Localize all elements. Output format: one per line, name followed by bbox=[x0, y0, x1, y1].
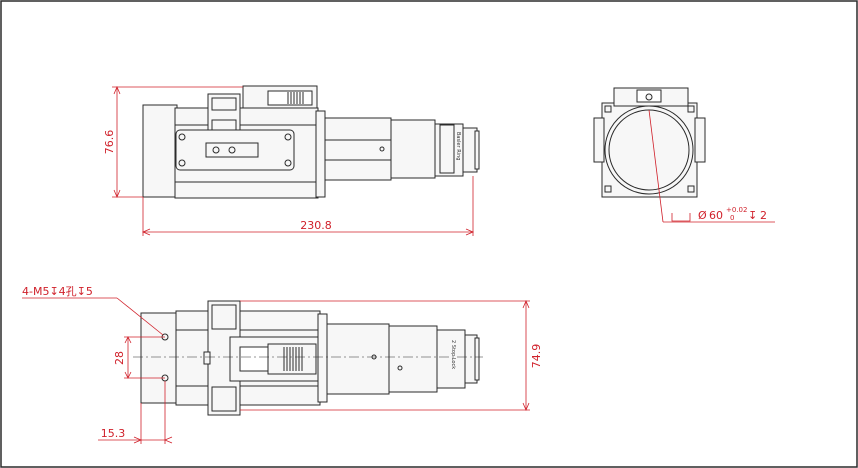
length-dim-label: 230.8 bbox=[300, 219, 332, 232]
bottom-connector-thread bbox=[283, 347, 303, 371]
rear-cap bbox=[142, 104, 178, 198]
svg-text:Ø: Ø bbox=[698, 209, 707, 222]
front-view bbox=[593, 87, 706, 198]
screw bbox=[178, 159, 186, 167]
front-left-tab bbox=[593, 117, 605, 163]
lens-barrel-2 bbox=[390, 119, 436, 179]
bottom-rear-cap bbox=[140, 312, 180, 404]
offset-dim-label: 15.3 bbox=[101, 427, 126, 440]
bore-callout-leader bbox=[648, 109, 775, 223]
front-flange bbox=[315, 110, 326, 198]
svg-text:+0.02: +0.02 bbox=[726, 206, 747, 214]
bottom-lens-marking: 2 Stop Lock bbox=[450, 340, 456, 369]
bore-callout: Ø 60 +0.02 0 ↧ 2 bbox=[698, 206, 767, 222]
svg-text:↧: ↧ bbox=[748, 209, 757, 222]
hole-spacing-label: 28 bbox=[113, 351, 126, 365]
screw bbox=[212, 146, 220, 154]
bottom-front-flange bbox=[317, 313, 328, 403]
screw bbox=[228, 146, 236, 154]
svg-text:2: 2 bbox=[760, 209, 767, 222]
knurled-ring bbox=[439, 124, 455, 174]
bottom-lens-barrel-2 bbox=[388, 325, 438, 393]
height-dim-label: 76.6 bbox=[103, 130, 116, 155]
top-view-dimensions bbox=[112, 85, 475, 236]
screw bbox=[178, 133, 186, 141]
screw bbox=[284, 133, 292, 141]
svg-text:60: 60 bbox=[709, 209, 723, 222]
bottom-height-label: 74.9 bbox=[530, 344, 543, 369]
bottom-lens-barrel-1 bbox=[326, 323, 390, 395]
connector-thread bbox=[287, 92, 304, 104]
front-right-tab bbox=[694, 117, 706, 163]
svg-text:0: 0 bbox=[730, 214, 734, 222]
bottom-view-dimensions bbox=[22, 297, 530, 444]
screw bbox=[284, 159, 292, 167]
bottom-view bbox=[140, 300, 480, 416]
thread-callout-label: 4-M5↧4孔↧5 bbox=[22, 285, 93, 298]
top-lens-marking: Basler Ring bbox=[455, 132, 461, 160]
top-view bbox=[142, 85, 480, 199]
